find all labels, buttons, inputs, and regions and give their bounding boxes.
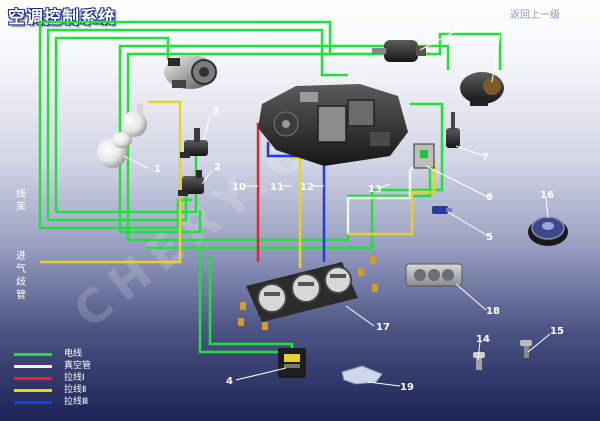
legend-item: 拉线Ⅰ [14, 372, 91, 384]
screw [370, 256, 376, 264]
callout-7: 7 [482, 152, 489, 163]
callout-19: 19 [400, 382, 414, 393]
callout-10: 10 [232, 182, 246, 193]
callout-12: 12 [300, 182, 314, 193]
legend-label: 拉线Ⅱ [64, 385, 87, 395]
vacuum-actuator [180, 128, 208, 158]
leader-line [447, 211, 489, 237]
leader-line [367, 381, 401, 387]
leader-line [545, 197, 549, 219]
callout-6: 6 [486, 192, 493, 203]
electric-wire [146, 102, 444, 250]
intake-char: 气 [16, 264, 26, 275]
legend-item: 真空管 [14, 360, 91, 372]
blower-resistor [413, 143, 435, 169]
leader-line [419, 31, 455, 51]
callout-18: 18 [486, 306, 500, 317]
harness-char: 线 [16, 189, 26, 200]
electric-wire [46, 28, 348, 220]
legend-label: 真空管 [64, 361, 92, 371]
legend-swatch [14, 388, 52, 392]
electric-wire [56, 148, 198, 214]
electric-wire [120, 210, 202, 234]
retaining-clip [341, 365, 383, 385]
compressor [164, 55, 217, 89]
harness-label: 线 束 [16, 188, 26, 214]
intake-char: 进 [16, 251, 26, 262]
leader-line [379, 183, 391, 189]
leader-line [527, 333, 551, 353]
screw [372, 284, 378, 292]
callout-1: 1 [154, 164, 161, 175]
electric-wire [198, 250, 286, 354]
fastener-bolt [520, 340, 532, 358]
callout-16: 16 [540, 190, 554, 201]
callout-11: 11 [270, 182, 284, 193]
intake-manifold-label: 进 气 歧 管 [16, 250, 26, 302]
temperature-sensor [446, 112, 460, 148]
intake-char: 歧 [16, 277, 26, 288]
callout-15: 15 [550, 326, 564, 337]
electric-wire [128, 168, 432, 242]
vacuum-reservoir [97, 104, 147, 168]
leader-line [203, 115, 211, 141]
legend-item: 电线 [14, 348, 91, 360]
leader-line [201, 169, 213, 185]
pressure-switch [372, 40, 426, 62]
back-link[interactable]: 返回上一级 [510, 10, 560, 21]
vacuum-solenoid-valve [178, 170, 204, 196]
legend-swatch [14, 400, 52, 404]
harness-connector [278, 348, 306, 378]
ac-control-panel [246, 262, 358, 322]
screw [238, 318, 244, 326]
legend: 电线 真空管 拉线Ⅰ 拉线Ⅱ 拉线Ⅲ [14, 348, 91, 408]
legend-label: 拉线Ⅰ [64, 373, 85, 383]
harness-char: 束 [16, 202, 26, 213]
callout-9: 9 [500, 26, 507, 37]
legend-swatch [14, 376, 52, 380]
callout-4: 4 [226, 376, 233, 387]
leader-line [235, 367, 287, 381]
screws [238, 256, 378, 330]
screw [262, 322, 268, 330]
intake-hose [40, 100, 182, 264]
electric-wire [54, 36, 170, 212]
leader-line [491, 33, 501, 83]
cable-2 [348, 160, 436, 236]
leader-line [455, 283, 487, 311]
leader-line [425, 165, 487, 197]
legend-swatch [14, 364, 52, 368]
callout-5: 5 [486, 232, 493, 243]
callout-3: 3 [212, 106, 219, 117]
ambient-sensor [432, 206, 452, 214]
leader-line [455, 145, 485, 157]
legend-swatch [14, 352, 52, 356]
vacuum-hose [346, 170, 412, 234]
control-panel-bezel [405, 263, 463, 287]
callout-2: 2 [214, 162, 221, 173]
leader-lines [123, 31, 551, 387]
callout-numbers: 1 2 3 4 5 6 7 8 9 10 11 12 13 14 15 16 1… [154, 24, 564, 393]
electric-wire [48, 188, 188, 222]
screw [240, 302, 246, 310]
electric-wire [126, 32, 502, 240]
callout-8: 8 [454, 24, 461, 35]
callout-14: 14 [476, 334, 490, 345]
leader-line [477, 341, 481, 361]
intake-char: 管 [16, 290, 26, 301]
legend-label: 拉线Ⅲ [64, 397, 89, 407]
leader-line [345, 305, 375, 327]
legend-label: 电线 [64, 349, 83, 359]
callout-17: 17 [376, 322, 390, 333]
blower-motor [460, 72, 504, 106]
callout-13: 13 [368, 184, 382, 195]
legend-item: 拉线Ⅱ [14, 384, 91, 396]
leader-line [123, 155, 149, 169]
hvac-assembly [258, 84, 408, 166]
screw [358, 268, 364, 276]
legend-item: 拉线Ⅲ [14, 396, 91, 408]
ac-control-knob [528, 216, 568, 246]
